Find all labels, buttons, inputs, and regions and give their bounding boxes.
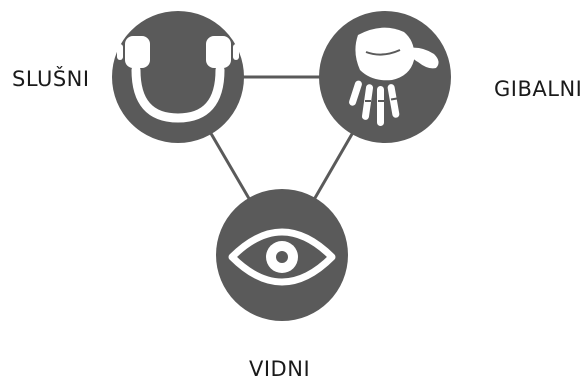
motor-node (319, 11, 451, 143)
label-visual: VIDNI (249, 357, 311, 381)
label-motor: GIBALNI (494, 77, 583, 101)
visual-node (216, 189, 348, 321)
eye-icon (228, 228, 336, 286)
hand-icon (349, 27, 439, 126)
hearing-node (112, 11, 244, 143)
label-hearing: SLUŠNI (12, 67, 90, 91)
headphones-icon (117, 36, 239, 123)
